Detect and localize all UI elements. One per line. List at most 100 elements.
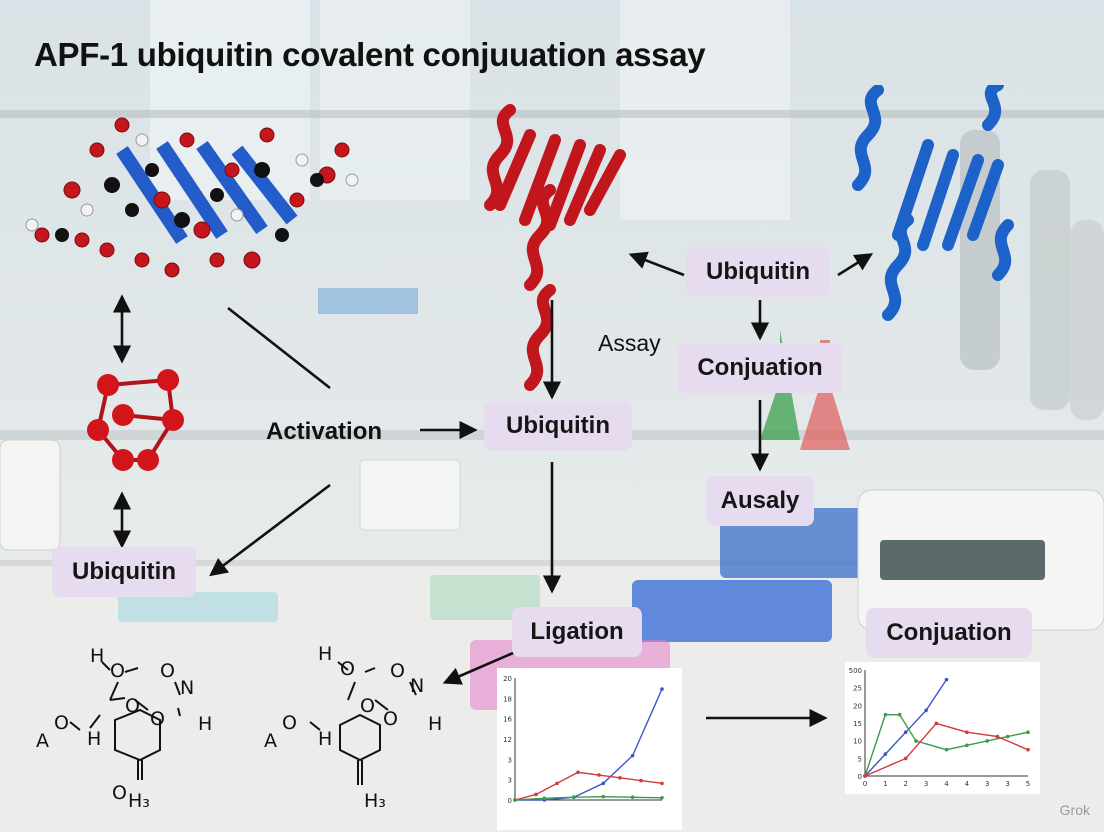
atom-label: O bbox=[112, 782, 127, 804]
chart-point bbox=[934, 721, 939, 726]
chart-series-line bbox=[514, 771, 663, 801]
chart-point bbox=[897, 712, 902, 717]
chart-point bbox=[995, 734, 1000, 739]
chart-point bbox=[639, 778, 643, 783]
molecule-ring-icon bbox=[87, 369, 184, 471]
chart-tick-label: 20 bbox=[853, 702, 862, 710]
chart-point bbox=[660, 687, 664, 691]
page-title: APF-1 ubiquitin covalent conjuuation ass… bbox=[34, 36, 706, 73]
chart-point bbox=[1026, 747, 1030, 752]
chart-point bbox=[555, 781, 559, 786]
atom-label: O bbox=[110, 660, 125, 682]
chart-point bbox=[630, 753, 635, 758]
label-ubiquitin-top: Ubiquitin bbox=[686, 247, 830, 297]
chart-tick-label: 12 bbox=[503, 736, 512, 744]
atom-label: O bbox=[150, 708, 165, 730]
chart-tick-label: 5 bbox=[1026, 780, 1030, 788]
atom-label: H bbox=[87, 728, 102, 750]
chart-point bbox=[1005, 734, 1010, 739]
chart-point bbox=[914, 739, 918, 743]
atom-label: O bbox=[360, 695, 375, 717]
protein-red-icon bbox=[484, 104, 626, 391]
chart-point bbox=[513, 798, 517, 802]
chart-point bbox=[534, 792, 538, 797]
label-conjuation-right: Conjuation bbox=[866, 608, 1032, 658]
chart-point bbox=[903, 730, 908, 734]
chart-tick-label: 3 bbox=[508, 756, 512, 764]
atom-label: O bbox=[125, 695, 140, 717]
chart-point bbox=[597, 773, 601, 777]
chart-tick-label: 3 bbox=[1005, 780, 1009, 788]
label-assay: Assay bbox=[598, 330, 661, 356]
chart-tick-label: 2 bbox=[904, 780, 908, 788]
atom-label: N bbox=[180, 677, 195, 699]
chart-point bbox=[576, 770, 580, 775]
label-ubiquitin-center: Ubiquitin bbox=[484, 401, 632, 451]
label-ausaly: Ausaly bbox=[706, 476, 814, 526]
atom-label: H₃ bbox=[364, 790, 386, 812]
chart-point bbox=[601, 794, 605, 799]
chart-tick-label: 25 bbox=[853, 685, 862, 693]
atom-label: H bbox=[90, 645, 105, 667]
chart-point bbox=[965, 743, 969, 748]
chart-point bbox=[883, 752, 888, 756]
chart-tick-label: 4 bbox=[965, 780, 970, 788]
chart-point bbox=[944, 747, 949, 752]
chart-point bbox=[985, 739, 990, 743]
chart-tick-label: 4 bbox=[944, 780, 949, 788]
chart-point bbox=[1026, 730, 1030, 734]
chart-tick-label: 16 bbox=[503, 716, 512, 724]
chart-tick-label: 10 bbox=[853, 738, 862, 746]
atom-label: O bbox=[383, 708, 398, 730]
chart-tick-label: 0 bbox=[863, 780, 867, 788]
chart-tick-label: 18 bbox=[503, 695, 512, 703]
chart-point bbox=[572, 795, 576, 800]
chart-series-line bbox=[864, 722, 1029, 777]
chart-point bbox=[863, 774, 867, 778]
atom-label: A bbox=[264, 730, 277, 752]
chart-point bbox=[903, 756, 908, 761]
protein-blue-icon bbox=[852, 85, 1014, 321]
label-ligation: Ligation bbox=[512, 607, 642, 657]
chart-point bbox=[660, 795, 664, 800]
chart-point bbox=[601, 781, 605, 786]
atom-label: H bbox=[318, 728, 333, 750]
atom-label: A bbox=[36, 730, 49, 752]
atom-label: N bbox=[410, 675, 425, 697]
chart-tick-label: 5 bbox=[858, 755, 862, 763]
watermark-label: Grok bbox=[1059, 802, 1090, 818]
chart-series-line bbox=[864, 713, 1029, 777]
atom-label: O bbox=[390, 660, 405, 682]
chart-point bbox=[542, 796, 547, 801]
chart-tick-label: 3 bbox=[985, 780, 989, 788]
chart-series-line bbox=[864, 679, 948, 777]
atom-label: H bbox=[318, 643, 333, 665]
label-conjuation-mid: Conjuation bbox=[678, 343, 842, 393]
atom-label: H₃ bbox=[128, 790, 150, 812]
chart-point bbox=[618, 776, 622, 780]
chart-point bbox=[660, 781, 664, 786]
chart-tick-label: 500 bbox=[849, 667, 862, 675]
chart-point bbox=[883, 712, 888, 717]
chart-point bbox=[630, 795, 635, 800]
atom-label: O bbox=[54, 712, 69, 734]
label-activation: Activation bbox=[266, 418, 383, 445]
chart-tick-label: 15 bbox=[853, 720, 862, 728]
chart-tick-label: 20 bbox=[503, 675, 512, 683]
molecule-ball-stick-icon bbox=[25, 117, 359, 278]
chart-point bbox=[965, 730, 969, 734]
chart-tick-label: 1 bbox=[883, 780, 887, 788]
chart-series-line bbox=[515, 688, 663, 801]
chart-series-line bbox=[514, 795, 663, 801]
atom-label: H bbox=[428, 713, 443, 735]
atom-label: O bbox=[282, 712, 297, 734]
chart-tick-label: 0 bbox=[858, 773, 862, 781]
atom-label: O bbox=[160, 660, 175, 682]
atom-label: H bbox=[198, 713, 213, 735]
atom-label: O bbox=[340, 658, 355, 680]
chart-tick-label: 3 bbox=[508, 777, 512, 785]
label-ubiquitin-left: Ubiquitin bbox=[52, 547, 196, 597]
